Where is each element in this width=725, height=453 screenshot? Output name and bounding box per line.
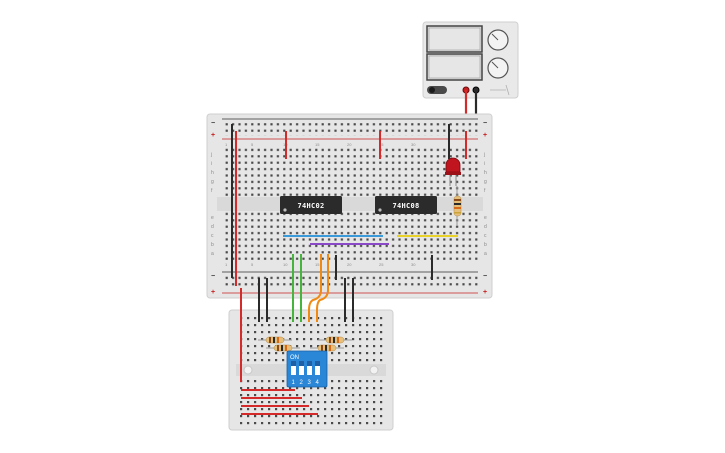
svg-text:25: 25 [379,262,384,267]
dip-num-4: 4 [316,380,320,386]
chip-74hc08[interactable]: 74HC08 [375,196,437,214]
resistor-3 [318,336,352,344]
svg-text:j: j [483,152,485,158]
dip-num-3: 3 [308,380,312,386]
svg-text:25: 25 [379,142,384,147]
svg-text:d: d [211,224,214,230]
dip-toggle-2[interactable] [299,361,304,375]
svg-text:20: 20 [347,262,352,267]
svg-text:1: 1 [225,142,228,147]
svg-text:5: 5 [251,262,254,267]
svg-text:15: 15 [315,142,320,147]
dip-switch-on-label: ON [290,355,299,361]
wires[interactable] [231,124,467,415]
rail-plus-bottom-right: + [483,289,487,296]
svg-text:30: 30 [411,262,416,267]
svg-text:f: f [484,188,486,194]
rail-minus-bottom-left: − [211,273,215,280]
resistor-2 [266,344,300,352]
svg-text:i: i [484,161,485,167]
svg-text:1: 1 [225,262,228,267]
chip-74hc02-label: 74HC02 [297,202,324,210]
rail-minus-bottom-right: − [483,273,487,280]
svg-text:30: 30 [411,142,416,147]
svg-text:e: e [211,215,214,221]
resistor-4 [310,344,344,352]
rail-minus-top-left: − [211,120,215,127]
svg-text:c: c [484,233,487,239]
svg-text:j: j [210,152,212,158]
svg-text:g: g [484,179,487,185]
input-resistors[interactable] [258,336,352,352]
svg-text:d: d [484,224,487,230]
svg-text:c: c [211,233,214,239]
chip-74hc02[interactable]: 74HC02 [280,196,342,214]
svg-text:b: b [211,242,214,248]
rail-minus-top-right: − [483,120,487,127]
svg-text:a: a [211,251,214,257]
svg-text:h: h [211,170,214,176]
svg-text:20: 20 [347,142,352,147]
dip-switch[interactable]: ON 1 2 3 4 [286,350,328,388]
dip-num-2: 2 [300,380,304,386]
dip-num-1: 1 [292,380,296,386]
red-led[interactable] [445,157,461,186]
row-letters: j i h g f e d c b a j i h g f e d c b a [210,152,487,257]
led-resistor[interactable] [453,186,462,226]
svg-text:f: f [211,188,213,194]
rail-plus-top-left: + [211,132,215,139]
svg-text:h: h [484,170,487,176]
rail-plus-top-right: + [483,132,487,139]
svg-text:5: 5 [251,142,254,147]
resistor-1 [258,336,292,344]
chip-74hc08-label: 74HC08 [392,202,419,210]
power-supply[interactable] [422,21,519,99]
dip-toggle-4[interactable] [315,361,320,375]
svg-text:15: 15 [315,262,320,267]
svg-text:i: i [211,161,212,167]
svg-text:a: a [484,251,487,257]
dip-toggle-1[interactable] [291,361,296,375]
svg-text:b: b [484,242,487,248]
rail-plus-bottom-left: + [211,289,215,296]
svg-text:e: e [484,215,487,221]
dip-toggle-3[interactable] [307,361,312,375]
svg-text:g: g [211,179,214,185]
svg-text:10: 10 [283,262,288,267]
